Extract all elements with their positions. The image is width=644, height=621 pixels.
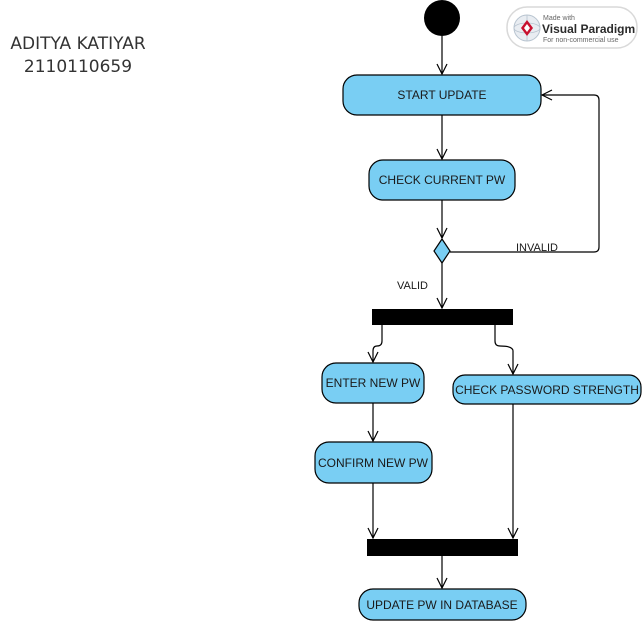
author-block: ADITYA KATIYAR 2110110659: [0, 33, 156, 79]
action-check-password-strength-label: CHECK PASSWORD STRENGTH: [455, 383, 639, 397]
edge-fork-to-enter-new-pw: [373, 325, 383, 362]
action-start-update-label: START UPDATE: [397, 88, 486, 102]
fork-bar: [372, 309, 513, 325]
action-check-password-strength: CHECK PASSWORD STRENGTH: [452, 374, 642, 405]
visual-paradigm-logo-icon: [513, 14, 541, 42]
action-check-current-pw: CHECK CURRENT PW: [368, 159, 516, 201]
action-update-pw-in-database: UPDATE PW IN DATABASE: [358, 588, 527, 621]
visual-paradigm-watermark: Made with Visual Paradigm For non-commer…: [506, 6, 638, 49]
decision-node: [433, 237, 451, 265]
join-bar: [367, 539, 518, 556]
action-start-update: START UPDATE: [342, 74, 542, 116]
action-confirm-new-pw-label: CONFIRM NEW PW: [318, 456, 429, 470]
edge-invalid-loop: [450, 95, 600, 253]
author-id: 2110110659: [23, 57, 133, 77]
guard-valid-label: VALID: [397, 280, 428, 292]
action-enter-new-pw-label: ENTER NEW PW: [326, 376, 421, 390]
action-confirm-new-pw: CONFIRM NEW PW: [314, 441, 433, 484]
watermark-note: For non-commercial use: [543, 37, 619, 44]
watermark-brand: Visual Paradigm: [542, 22, 635, 36]
edge-fork-to-check-strength: [494, 325, 513, 374]
watermark-made-with: Made with: [543, 15, 575, 22]
author-name: ADITYA KATIYAR: [10, 34, 146, 54]
action-enter-new-pw: ENTER NEW PW: [321, 362, 425, 404]
action-update-pw-in-database-label: UPDATE PW IN DATABASE: [366, 598, 517, 612]
initial-node: [424, 0, 460, 36]
action-check-current-pw-label: CHECK CURRENT PW: [379, 173, 506, 187]
guard-invalid-label: INVALID: [516, 242, 558, 254]
